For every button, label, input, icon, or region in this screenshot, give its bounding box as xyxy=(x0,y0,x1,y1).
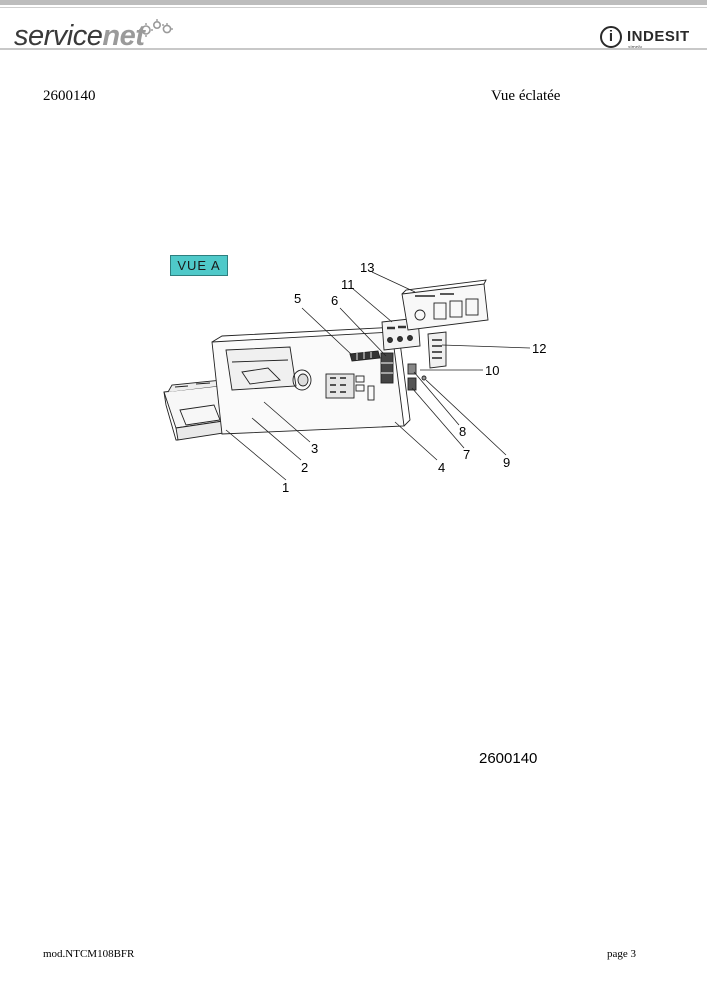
callout-10: 10 xyxy=(485,363,499,378)
callout-11: 11 xyxy=(341,277,355,292)
callout-4: 4 xyxy=(438,460,445,475)
indesit-mark-icon: i xyxy=(600,26,622,48)
part-control-panel xyxy=(211,326,411,435)
indesit-logo: i INDESIT simply xyxy=(600,26,700,52)
document-title: Vue éclatée xyxy=(491,88,561,104)
diagram-code: 2600140 xyxy=(479,750,538,767)
footer-page-number: page 3 xyxy=(607,948,637,960)
footer-model: mod.NTCM108BFR xyxy=(43,948,135,960)
callout-3: 3 xyxy=(311,441,318,456)
callout-13: 13 xyxy=(360,260,374,275)
servicenet-logo: servicenet xyxy=(14,20,145,53)
top-border xyxy=(0,0,707,5)
page-header: servicenet i INDESIT simply xyxy=(0,8,707,53)
indesit-wordmark: INDESIT xyxy=(627,28,690,45)
callout-6: 6 xyxy=(331,293,338,308)
logo-service-text: service xyxy=(14,20,103,52)
part-button-strip xyxy=(349,350,381,362)
document-number: 2600140 xyxy=(43,88,96,104)
view-badge: VUE A xyxy=(170,255,228,276)
top-border-thin xyxy=(0,7,707,8)
part-connector-board xyxy=(427,331,447,369)
callout-8: 8 xyxy=(459,424,466,439)
callout-1: 1 xyxy=(282,480,289,495)
header-divider xyxy=(0,48,707,50)
callout-2: 2 xyxy=(301,460,308,475)
callout-7: 7 xyxy=(463,447,470,462)
part-key-block xyxy=(380,352,394,384)
logo-net-text: net xyxy=(102,20,145,52)
gears-icon xyxy=(139,19,173,37)
part-drawer xyxy=(163,379,231,441)
callout-9: 9 xyxy=(503,455,510,470)
callout-numbers: 1 2 3 4 5 6 7 8 9 10 11 12 13 xyxy=(282,260,546,495)
part-main-board xyxy=(401,279,489,331)
leader-lines xyxy=(225,271,531,481)
callout-5: 5 xyxy=(294,291,301,306)
part-small-components xyxy=(407,363,427,391)
callout-12: 12 xyxy=(532,341,546,356)
